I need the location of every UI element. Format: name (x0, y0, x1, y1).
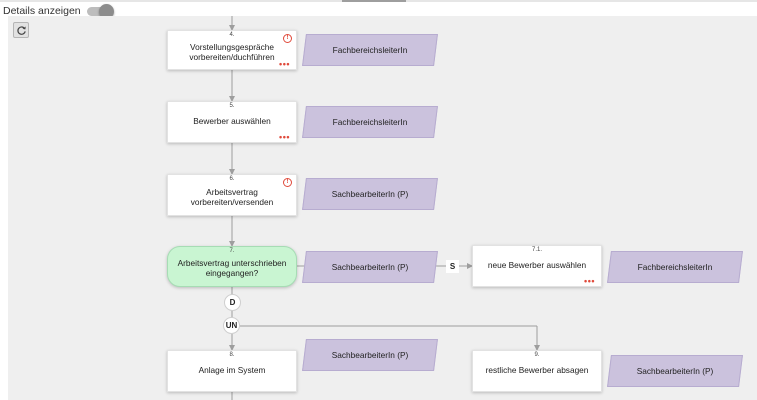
role-badge-step-5: FachbereichsleiterIn (302, 106, 438, 138)
role-label: SachbearbeiterIn (P) (331, 262, 409, 272)
task-step-6[interactable]: 6. Arbeitsvertrag vorbereiten/versenden … (167, 174, 297, 216)
details-toggle-row: Details anzeigen (3, 3, 114, 19)
step-number: 5. (229, 103, 235, 109)
step-number: 7.1. (531, 247, 542, 253)
task-step-9[interactable]: 9. restliche Bewerber absagen (472, 350, 602, 392)
step-number: 9. (534, 352, 540, 358)
refresh-button[interactable] (13, 22, 29, 38)
more-options-icon[interactable]: ••• (584, 276, 595, 286)
step-number: 8. (229, 352, 235, 358)
role-label: SachbearbeiterIn (P) (331, 350, 409, 360)
branch-s-label: S (446, 260, 459, 273)
info-alert-icon[interactable]: ! (283, 34, 292, 43)
role-badge-step-4: FachbereichsleiterIn (302, 34, 438, 66)
role-label: FachbereichsleiterIn (637, 262, 713, 272)
task-step-4[interactable]: 4. Vorstellungsgespräche vorbereiten/duc… (167, 30, 297, 70)
step-label: Arbeitsvertrag vorbereiten/versenden (190, 187, 274, 207)
role-label: SachbearbeiterIn (P) (331, 189, 409, 199)
task-step-7-1[interactable]: 7.1. neue Bewerber auswählen ••• (472, 245, 602, 287)
role-badge-step-7-1: FachbereichsleiterIn (607, 251, 743, 283)
task-step-5[interactable]: 5. Bewerber auswählen ••• (167, 101, 297, 143)
info-alert-icon[interactable]: ! (283, 178, 292, 187)
step-number: 6. (229, 176, 235, 182)
role-badge-step-7: SachbearbeiterIn (P) (302, 251, 438, 283)
step-label: neue Bewerber auswählen (487, 260, 587, 271)
role-badge-step-8: SachbearbeiterIn (P) (302, 339, 438, 371)
step-label: Anlage im System (198, 365, 266, 376)
step-label: Bewerber auswählen (193, 116, 271, 127)
details-toggle-label: Details anzeigen (3, 5, 81, 17)
role-label: SachbearbeiterIn (P) (636, 366, 714, 376)
decision-step-7[interactable]: 7. Arbeitsvertrag unterschrieben eingega… (167, 246, 297, 287)
role-label: FachbereichsleiterIn (332, 117, 408, 127)
active-tab-indicator (342, 0, 406, 2)
join-un-gateway: UN (223, 317, 240, 334)
more-options-icon[interactable]: ••• (279, 59, 290, 69)
task-step-8[interactable]: 8. Anlage im System (167, 350, 297, 392)
role-badge-step-9: SachbearbeiterIn (P) (607, 355, 743, 387)
step-label: Arbeitsvertrag unterschrieben eingegange… (177, 258, 287, 278)
step-number: 4. (229, 32, 235, 38)
more-options-icon[interactable]: ••• (279, 132, 290, 142)
branch-d-marker: D (224, 294, 241, 311)
toggle-knob[interactable] (98, 4, 114, 19)
step-label: restliche Bewerber absagen (485, 365, 589, 376)
details-toggle[interactable] (86, 4, 114, 19)
step-number: 7. (229, 248, 235, 254)
refresh-icon (16, 25, 26, 35)
step-label: Vorstellungsgespräche vorbereiten/duchfü… (189, 42, 275, 62)
role-badge-step-6: SachbearbeiterIn (P) (302, 178, 438, 210)
role-label: FachbereichsleiterIn (332, 45, 408, 55)
